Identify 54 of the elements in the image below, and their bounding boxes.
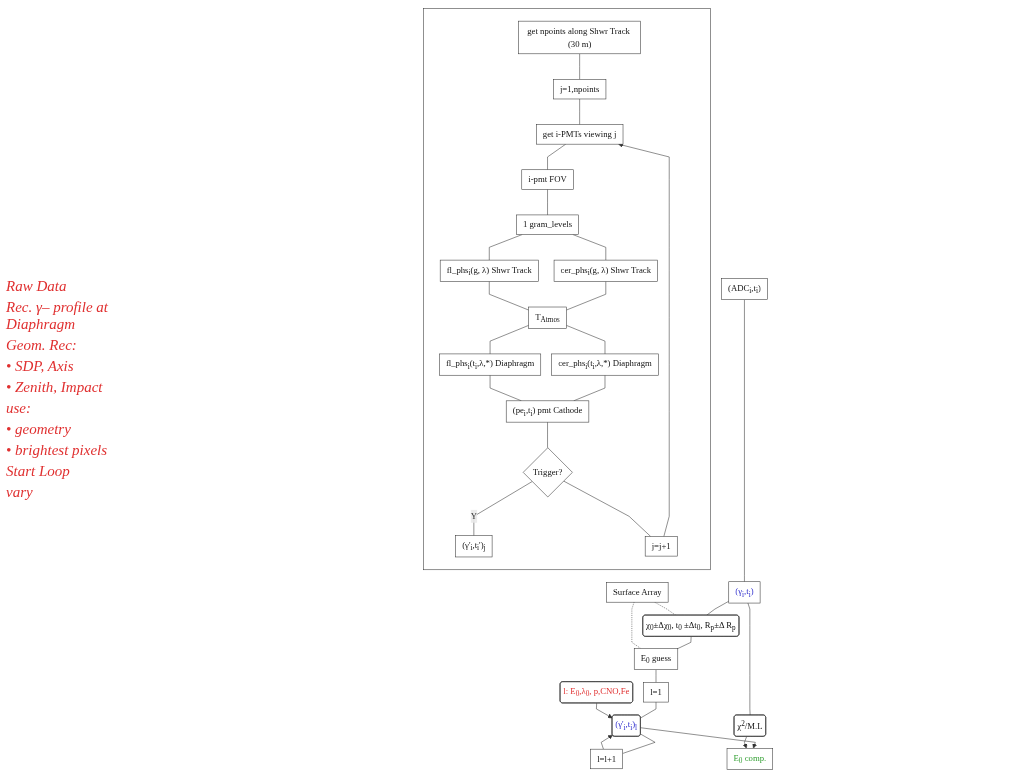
node-box: (ADC$_{i}$,t$_{i}$) <box>721 278 769 300</box>
connector <box>632 601 642 649</box>
node-box: get i-PMTs viewing j <box>536 124 624 145</box>
node-box: Surface Array <box>606 582 669 603</box>
edge-label: Y <box>471 511 478 521</box>
annotation-text: Raw Data <box>6 277 68 295</box>
node-box: (γ'$_{i}$,t$_{i}$')$_{j}$ <box>455 535 493 558</box>
connector <box>547 189 549 216</box>
node-box: E$_{0}$ comp. <box>727 748 774 770</box>
node-box: fl_phs$_{i}$(g, λ) Shwr Track <box>440 259 540 282</box>
connector <box>566 325 606 355</box>
node-box: cer_phs$_{i}$(t$_{i}$,λ,*) Diaphragm <box>551 353 660 376</box>
node-box: l=l+1 <box>590 748 624 770</box>
connector <box>622 733 656 754</box>
annotation-text: Geom. Rec: <box>6 336 78 354</box>
annotation-text: use: <box>6 399 32 417</box>
annotation-text: vary <box>6 483 34 501</box>
node-box: T$_{Atmos}$ <box>528 306 568 329</box>
node-diamond: Trigger? <box>523 447 574 498</box>
connector <box>640 701 657 719</box>
connector <box>579 53 581 80</box>
node-box: get npoints along Shwr Track (30 m) <box>518 20 642 55</box>
node-box: (pe$_{i}$,t$_{i}$) pmt Cathode <box>506 400 590 423</box>
connector <box>656 669 657 683</box>
annotation-text: • geometry <box>6 420 72 438</box>
connector <box>547 143 567 170</box>
connector <box>748 602 751 716</box>
node-box: fl_phs$_{i}$(t$_{i}$,λ,*) Diaphragm <box>439 353 542 376</box>
connector <box>489 281 530 311</box>
node-box: E$_{0}$ guess <box>634 648 679 670</box>
annotation-text: • SDP, Axis <box>6 357 75 375</box>
node-box: l=1 <box>643 682 670 703</box>
connector <box>566 281 607 311</box>
connector <box>579 98 581 125</box>
connector <box>706 600 730 616</box>
annotation-text: Start Loop <box>6 462 71 480</box>
connector <box>563 480 652 537</box>
node-box: 1 gram_levels <box>516 214 580 235</box>
node-box: j=j+1 <box>645 536 678 557</box>
node-box: (γ$_{i}$,t$_{i}$) <box>728 581 761 604</box>
cluster <box>423 8 712 571</box>
connector <box>547 421 549 448</box>
annotation-text: Rec. γ– profile at Diaphragm <box>6 298 109 333</box>
node-box: cer_phs$_{i}$(g, λ) Shwr Track <box>554 259 659 282</box>
annotation-text: • Zenith, Impact <box>6 378 104 396</box>
connector <box>573 234 607 261</box>
node-box: j=1,npoints <box>553 79 607 100</box>
node-box: i-pmt FOV <box>521 169 574 190</box>
connector <box>677 636 692 649</box>
connector <box>489 234 523 261</box>
connector <box>744 299 746 582</box>
connector <box>490 325 530 355</box>
annotation-text: • brightest pixels <box>6 441 109 459</box>
connector <box>474 481 533 536</box>
